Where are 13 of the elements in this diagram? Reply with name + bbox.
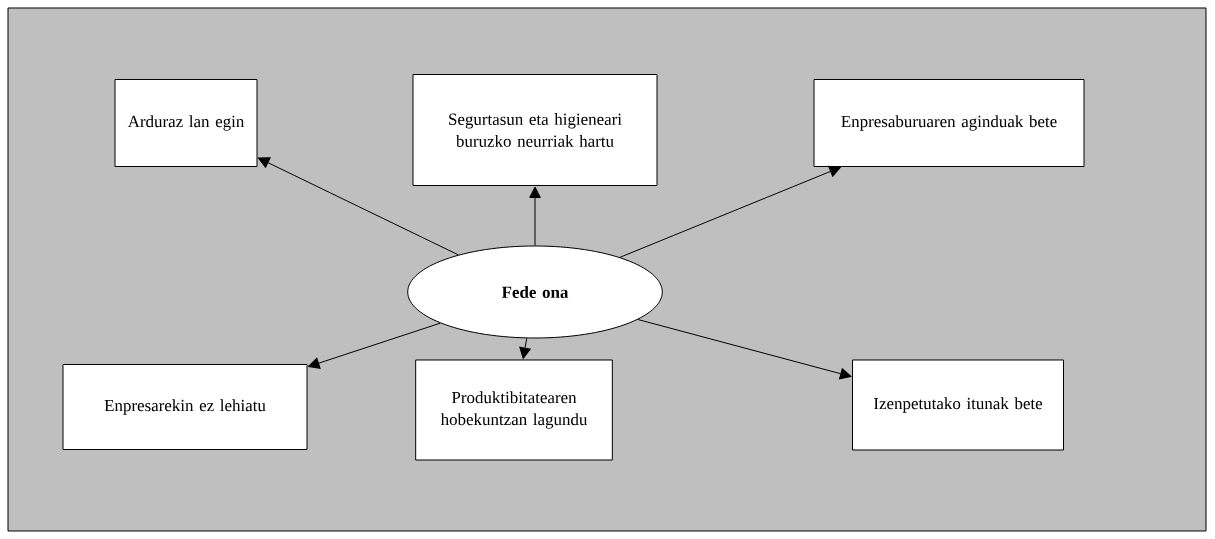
text-box: Izenpetutako itunak bete bbox=[852, 359, 1064, 451]
arrow bbox=[529, 186, 541, 246]
arrow bbox=[637, 319, 852, 380]
arrow bbox=[519, 337, 531, 359]
arrow bbox=[619, 165, 841, 258]
ellipse-node: Fede ona bbox=[407, 245, 663, 339]
text-box: Produktibitatearen hobekuntzan lagundu bbox=[415, 359, 613, 461]
arrow bbox=[258, 157, 459, 256]
text-box: Enpresaburuaren aginduak bete bbox=[813, 79, 1085, 167]
text-box: Arduraz lan egin bbox=[114, 79, 258, 167]
text-box: Segurtasun eta higieneari buruzko neurriak hartu bbox=[412, 74, 658, 186]
text-box: Enpresarekin ez lehiatu bbox=[62, 364, 308, 450]
arrow bbox=[308, 322, 441, 369]
